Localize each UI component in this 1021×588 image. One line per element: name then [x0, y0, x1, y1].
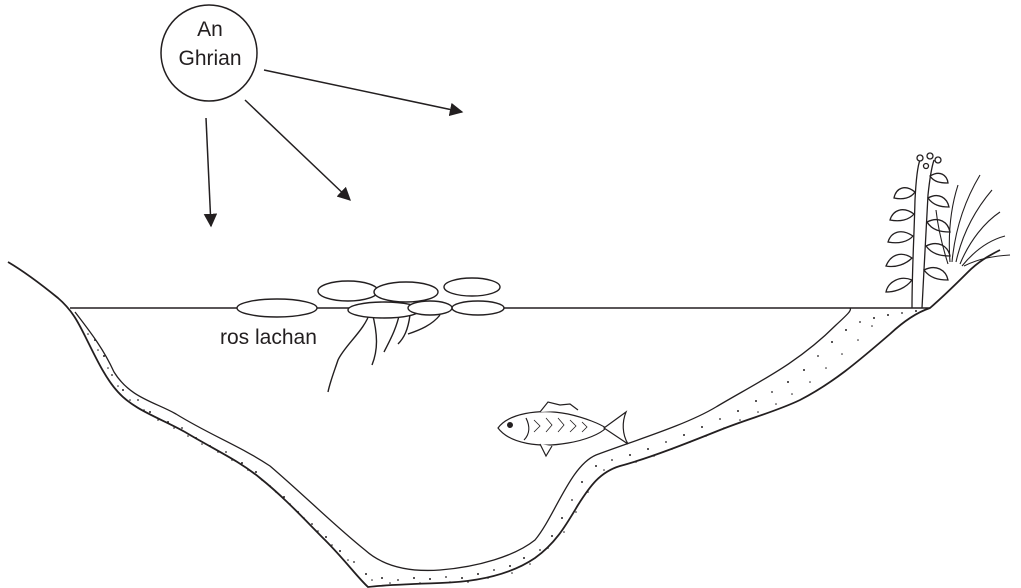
tall-plant-stem	[912, 160, 920, 308]
plant-leaf	[886, 278, 912, 292]
leaf	[237, 299, 317, 317]
leaf	[408, 301, 452, 315]
flower-bud	[917, 155, 923, 161]
fish-belly-fin	[540, 444, 552, 456]
plant-leaf	[890, 210, 914, 221]
tall-plant-stem-2	[922, 160, 934, 308]
fish-dorsal-fin	[540, 402, 578, 412]
sunlight-arrow-down	[206, 118, 211, 226]
fish-body	[498, 412, 606, 445]
fish	[498, 402, 628, 456]
sunlight-arrows	[206, 70, 462, 226]
plant-leaf	[894, 188, 915, 199]
sediment-layer	[70, 308, 935, 588]
plant-leaf	[886, 254, 912, 266]
plant-leaf	[926, 244, 950, 256]
leaf	[374, 282, 438, 302]
pond-basin	[8, 250, 1000, 588]
plant-leaf	[930, 173, 948, 183]
sunlight-arrow-right	[264, 70, 462, 112]
floating-plant-label: ros lachan	[220, 326, 317, 350]
plant-leaf	[888, 232, 913, 243]
leaf	[444, 278, 500, 296]
flower-bud	[924, 164, 929, 169]
flower-bud	[935, 157, 941, 163]
bank-plants	[886, 153, 1010, 308]
fish-eye	[508, 423, 513, 428]
sunlight-arrow-diagonal	[245, 100, 350, 200]
leaf	[452, 301, 504, 315]
fish-tail	[604, 412, 628, 444]
flower-bud	[927, 153, 933, 159]
plant-roots	[328, 312, 440, 392]
plant-leaf	[928, 196, 949, 207]
sun-label-line1: An	[187, 18, 233, 42]
sun-label-line2: Ghrian	[172, 47, 248, 71]
ground-profile	[8, 250, 1000, 587]
plant-leaf	[924, 268, 948, 280]
leaf	[318, 281, 378, 301]
